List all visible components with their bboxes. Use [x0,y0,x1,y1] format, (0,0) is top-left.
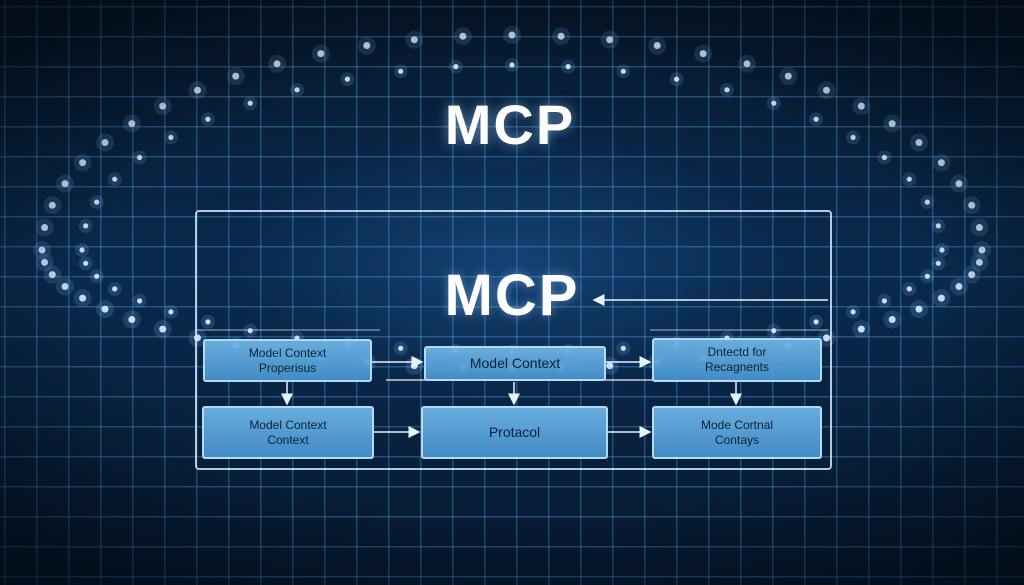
box-model-context: Model Context [424,346,606,381]
title-inner: MCP [444,263,580,328]
box-label: Model Context Properisus [248,345,327,375]
title-top: MCP [444,93,576,156]
box-label: Dntectd for Recagnents [704,345,770,374]
box-protacol: Protacol [421,406,608,459]
box-mode-cortnal-contays: Mode Cortnal Contays [652,406,822,459]
box-dntectd-for-recagnents: Dntectd for Recagnents [652,338,822,382]
box-model-context-properisus: Model Context Properisus [203,339,372,382]
box-label: Model Context Context [249,417,327,447]
box-label: Mode Cortnal Contays [700,417,774,447]
box-model-context-context: Model Context Context [202,406,374,459]
box-label: Model Context [469,355,561,371]
box-label: Protacol [488,424,541,440]
diagram-frame [195,210,832,470]
